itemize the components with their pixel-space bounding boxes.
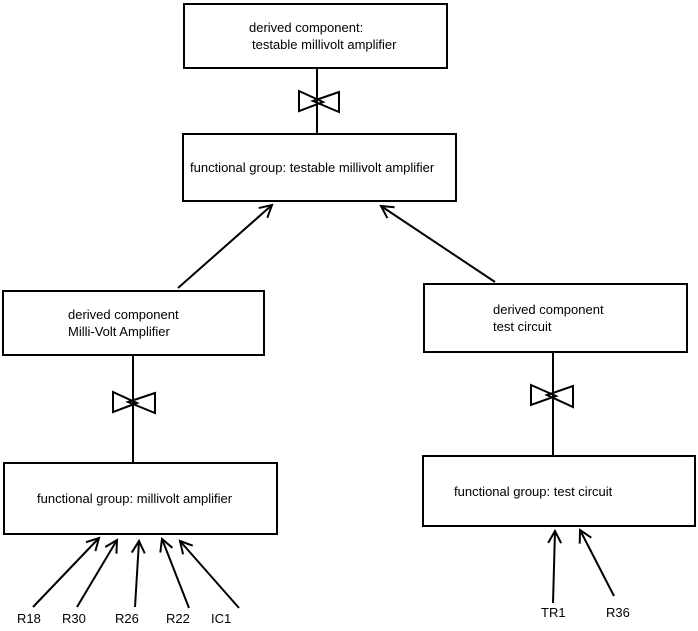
node-label: testable millivolt amplifier: [252, 37, 397, 52]
connector-tr1: [547, 528, 563, 604]
node-label: functional group: millivolt amplifier: [37, 491, 233, 506]
connector-r18: [32, 536, 101, 608]
connector-millivolt-to-testable: [177, 203, 274, 289]
connector-r22: [159, 537, 190, 609]
component-label-r26: R26: [115, 611, 139, 626]
node-label: derived component:: [249, 20, 364, 35]
component-label-r30: R30: [62, 611, 86, 626]
component-label-r18: R18: [17, 611, 41, 626]
connector-ic1: [178, 539, 240, 609]
node-label: functional group: test circuit: [454, 483, 613, 499]
node-label: test circuit: [493, 319, 552, 334]
node-label: derived component: [493, 302, 604, 317]
bowtie-icon: [530, 383, 574, 409]
node-derived-component-test-circuit: derived component test circuit: [423, 283, 688, 353]
component-label-r22: R22: [166, 611, 190, 626]
connector-r30: [76, 538, 119, 608]
node-functional-group-test-circuit: functional group: test circuit: [422, 455, 696, 527]
connector-r26: [130, 538, 146, 608]
node-functional-group-testable-millivolt-amplifier: functional group: testable millivolt amp…: [182, 133, 457, 202]
component-label-r36: R36: [606, 605, 630, 620]
node-derived-component-testable-millivolt-amplifier: derived component: testable millivolt am…: [183, 3, 448, 69]
node-label: derived component: [68, 307, 179, 322]
node-label: functional group: testable millivolt amp…: [190, 160, 435, 175]
component-label-tr1: TR1: [541, 605, 566, 620]
connector-testcircuit-to-testable: [379, 204, 496, 283]
bowtie-icon: [298, 89, 340, 114]
node-functional-group-millivolt-amplifier: functional group: millivolt amplifier: [3, 462, 278, 535]
node-label: Milli-Volt Amplifier: [68, 324, 170, 339]
component-label-ic1: IC1: [211, 611, 232, 626]
bowtie-icon: [112, 390, 156, 415]
node-derived-component-millivolt-amplifier: derived component Milli-Volt Amplifier: [2, 290, 265, 356]
connector-r36: [578, 528, 615, 597]
